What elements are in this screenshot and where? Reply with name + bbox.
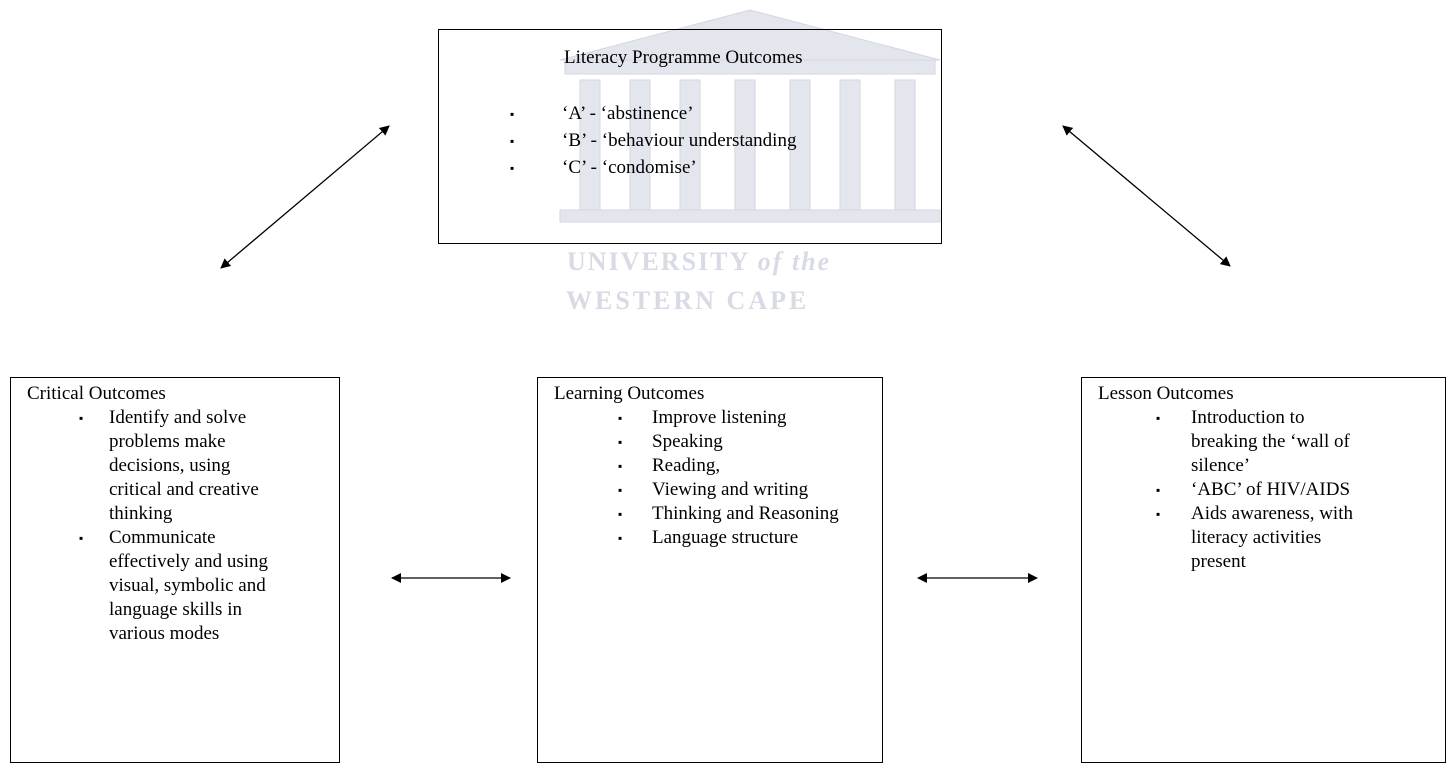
bullet-icon: ▪ [618,531,623,545]
box-title: Lesson Outcomes [1098,383,1234,404]
list-item: ▪‘ABC’ of HIV/AIDS [1156,479,1351,500]
box-title: Literacy Programme Outcomes [564,47,803,68]
list-item: ▪Thinking and Reasoning [618,503,839,524]
bullet-icon: ▪ [510,107,515,121]
box-title: Critical Outcomes [27,383,166,404]
watermark-western-cape-text: WESTERN CAPE [566,286,810,315]
bullet-icon: ▪ [618,483,623,497]
bullet-icon: ▪ [1156,411,1161,425]
lesson-outcomes-box: Lesson Outcomes ▪Introduction to breakin… [1081,377,1446,763]
watermark-university-text: UNIVERSITY of the [567,247,832,276]
list-item: ▪Improve listening [618,407,787,428]
literacy-programme-outcomes-box: Literacy Programme Outcomes ▪‘A’ - ‘abst… [438,29,942,244]
box-title: Learning Outcomes [554,383,705,404]
bullet-icon: ▪ [510,161,515,175]
list-item: ▪‘B’ - ‘behaviour understanding [510,130,797,151]
arrow-top-to-lesson [1062,125,1231,267]
bullet-icon: ▪ [618,459,623,473]
list-item: ▪Introduction to breaking the ‘wall of s… [1156,407,1350,476]
bullet-icon: ▪ [1156,483,1161,497]
list-item: ▪‘A’ - ‘abstinence’ [510,103,694,124]
bullet-list: ▪Improve listening ▪Speaking ▪Reading, ▪… [618,406,868,550]
list-item: ▪Identify and solve problems make decisi… [79,407,259,524]
arrow-top-to-critical [220,125,390,269]
critical-outcomes-box: Critical Outcomes ▪Identify and solve pr… [10,377,340,763]
list-item: ▪Aids awareness, with literacy activitie… [1156,503,1353,572]
list-item: ▪Viewing and writing [618,479,809,500]
bullet-icon: ▪ [618,435,623,449]
bullet-list: ▪Introduction to breaking the ‘wall of s… [1156,406,1356,574]
bullet-icon: ▪ [79,531,84,545]
list-item: ▪‘C’ - ‘condomise’ [510,157,697,178]
bullet-icon: ▪ [1156,507,1161,521]
bullet-icon: ▪ [618,411,623,425]
list-item: ▪Communicate effectively and using visua… [79,527,268,644]
bullet-icon: ▪ [510,134,515,148]
list-item: ▪Language structure [618,527,799,548]
learning-outcomes-box: Learning Outcomes ▪Improve listening ▪Sp… [537,377,883,763]
bullet-icon: ▪ [79,411,84,425]
bullet-list: ▪Identify and solve problems make decisi… [79,406,279,646]
list-item: ▪Reading, [618,455,721,476]
bullet-list: ▪‘A’ - ‘abstinence’ ▪‘B’ - ‘behaviour un… [439,102,941,183]
list-item: ▪Speaking [618,431,723,452]
bullet-icon: ▪ [618,507,623,521]
